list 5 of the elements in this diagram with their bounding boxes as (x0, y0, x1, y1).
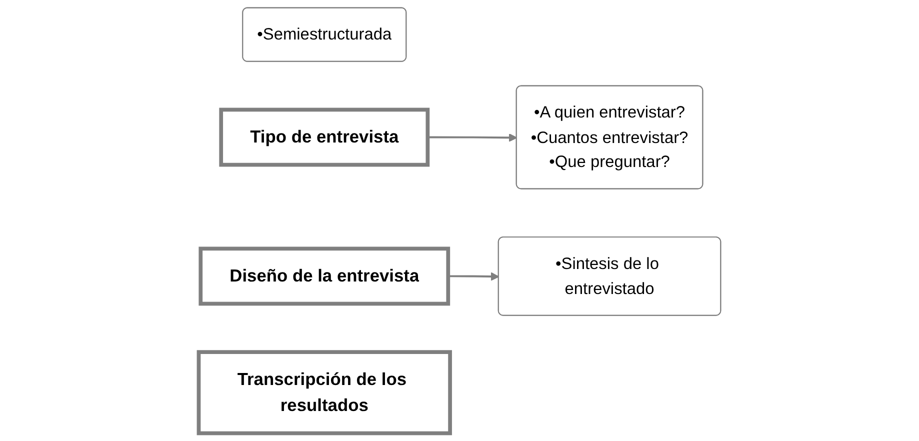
node-box: Tipo de entrevista (218, 108, 430, 167)
arrow (448, 272, 500, 281)
node-box: Diseño de la entrevista (198, 246, 450, 306)
node-box: Transcripción de los resultados (196, 350, 452, 436)
arrow (427, 133, 517, 142)
